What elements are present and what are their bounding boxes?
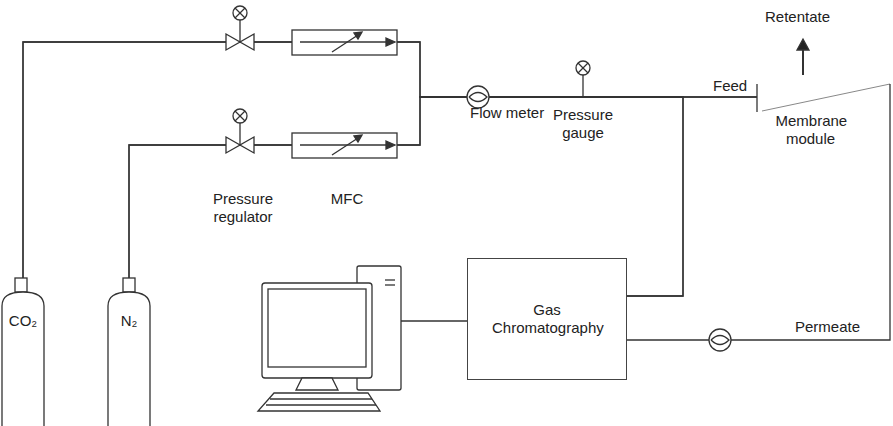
cylinder-body	[108, 292, 150, 426]
membrane-module: Membrane module	[757, 84, 890, 160]
pressure-regulator-symbol	[226, 109, 254, 153]
pressure-regulator-symbol	[226, 6, 254, 50]
cylinder-valve	[15, 278, 27, 292]
gas-cylinder: CO₂	[2, 292, 44, 426]
gas-cylinder: N₂	[108, 292, 150, 426]
node-label: Gas Chromatography	[492, 301, 602, 337]
gas-line	[627, 160, 890, 340]
flow-meter-symbol	[709, 329, 731, 351]
stream-label: Permeate	[793, 318, 862, 336]
part-label: Retentate	[765, 8, 830, 26]
gas-line	[129, 97, 757, 292]
cylinder-body	[2, 292, 44, 426]
node-label: Membrane module	[776, 112, 846, 148]
analyzer-box: Gas Chromatography	[467, 258, 627, 380]
mass-flow-controller-symbol	[292, 30, 397, 55]
part-label: Flow meter	[470, 104, 544, 122]
part-label: Pressure gauge	[543, 106, 623, 142]
part-label: Pressure regulator	[197, 190, 289, 226]
node-label: CO₂	[9, 312, 37, 330]
membrane-module-outline	[757, 84, 890, 160]
cylinder-valve	[123, 278, 135, 292]
node-label: N₂	[121, 312, 138, 330]
gas-line	[23, 42, 757, 292]
part-label: Feed	[713, 77, 747, 95]
mass-flow-controller-symbol	[292, 133, 397, 158]
computer-illustration	[258, 266, 467, 411]
retentate-arrow	[797, 39, 809, 75]
part-label: MFC	[317, 190, 377, 208]
pressure-gauge-symbol	[576, 61, 590, 97]
